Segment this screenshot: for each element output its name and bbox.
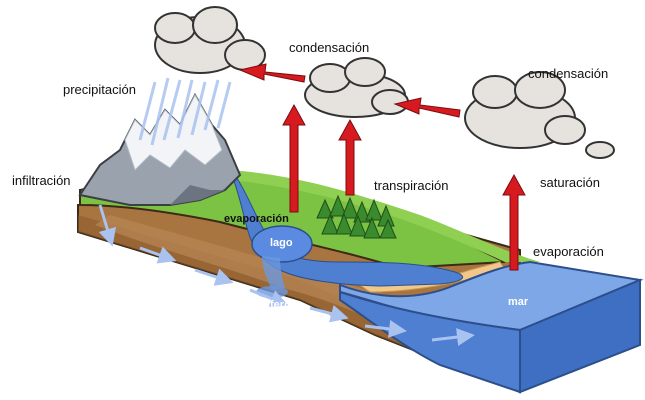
label-saturacion: saturación xyxy=(540,175,600,190)
label-condensacion-1: condensación xyxy=(289,40,369,55)
evaporation-arrow-lake xyxy=(282,103,306,213)
label-mar: mar xyxy=(508,296,529,308)
label-precipitacion: precipitación xyxy=(63,82,136,97)
label-transpiracion: transpiración xyxy=(374,178,448,193)
condensation-arrow-1 xyxy=(238,63,306,83)
grass-surface-back xyxy=(230,170,540,262)
cloud-2 xyxy=(304,57,409,118)
cloud-1 xyxy=(154,6,266,74)
lake xyxy=(251,225,313,263)
mountain-shadow xyxy=(170,185,225,205)
clouds xyxy=(154,6,615,159)
aquifer-pool xyxy=(256,286,288,298)
underground-flow-arrows xyxy=(98,204,475,346)
label-acuifero: acuífero xyxy=(248,299,291,311)
cloud-3 xyxy=(464,71,586,149)
lake-seepage xyxy=(262,256,285,290)
sea-side-face xyxy=(519,278,641,394)
evaporation-arrow-sea xyxy=(502,173,526,271)
label-evaporacion-lago: evaporación xyxy=(224,213,289,225)
forest xyxy=(316,194,397,239)
label-infiltracion: infiltración xyxy=(12,173,71,188)
label-condensacion-2: condensación xyxy=(528,66,608,81)
label-lago: lago xyxy=(270,237,293,249)
condensation-arrow-2 xyxy=(393,97,461,118)
cloud-small xyxy=(585,141,615,159)
label-evaporacion-mar: evaporación xyxy=(533,244,604,259)
labels: condensación condensación precipitación … xyxy=(12,40,608,311)
precipitation-streaks xyxy=(138,77,232,146)
red-arrows xyxy=(238,63,526,271)
transpiration-arrow xyxy=(338,118,362,196)
